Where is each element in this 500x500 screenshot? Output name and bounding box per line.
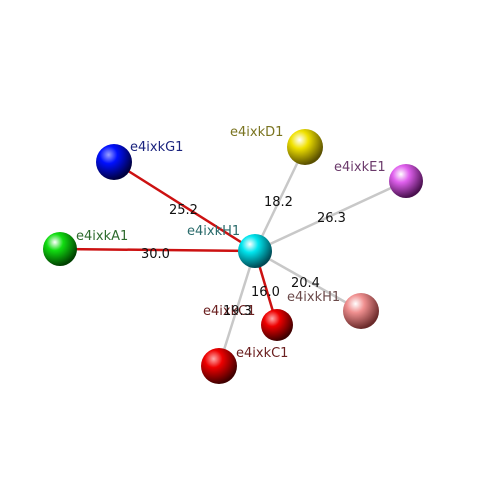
label-a1: e4ixkA1 <box>76 229 128 244</box>
bond-h1b <box>254 249 362 313</box>
label-e1: e4ixkE1 <box>334 160 386 175</box>
label-c1b: e4ixkC1 <box>236 346 288 361</box>
distance-c1a: 16.0 <box>251 285 280 300</box>
label-d1: e4ixkD1 <box>230 125 283 140</box>
distance-e1: 26.3 <box>317 211 346 226</box>
bond-a1 <box>59 247 256 253</box>
atom-center <box>238 234 272 268</box>
distance-h1b: 20.4 <box>291 276 320 291</box>
distance-g1: 25.2 <box>169 203 198 218</box>
distance-d1: 18.2 <box>264 195 293 210</box>
atom-g1 <box>96 144 132 180</box>
bond-e1 <box>254 179 407 253</box>
atom-a1 <box>43 232 77 266</box>
bond-g1 <box>113 160 256 253</box>
atom-c1b <box>201 348 237 384</box>
distance-c1b: 19.3 <box>223 304 252 319</box>
distance-a1: 30.0 <box>141 247 170 262</box>
atom-h1b <box>343 293 379 329</box>
label-c1a: e4ixkC1 <box>203 304 255 319</box>
label-center: e4ixkH1 <box>187 224 240 239</box>
atom-e1 <box>389 164 423 198</box>
label-h1b: e4ixkH1 <box>287 290 340 305</box>
atom-c1a <box>261 309 293 341</box>
label-g1: e4ixkG1 <box>130 140 183 155</box>
bond-d1 <box>253 146 307 252</box>
atom-d1 <box>287 129 323 165</box>
bond-c1b <box>217 250 257 367</box>
